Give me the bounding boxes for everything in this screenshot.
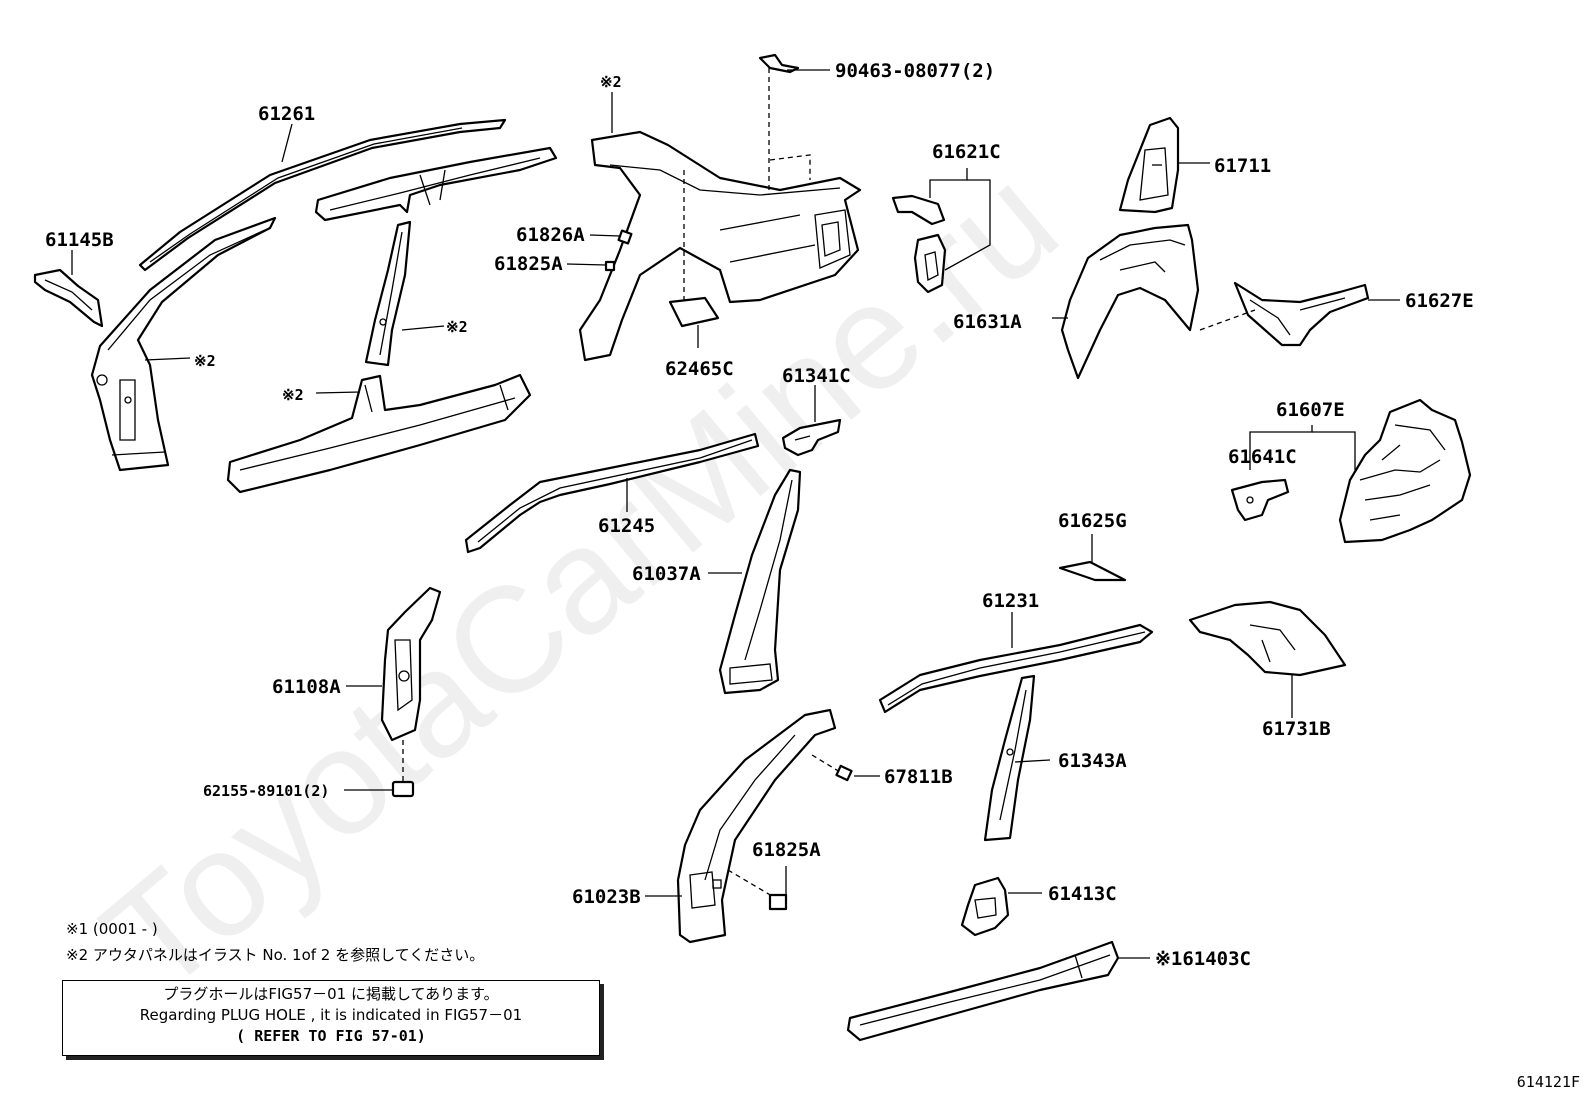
label-61826A: 61826A: [516, 224, 585, 246]
label-61627E: 61627E: [1405, 290, 1474, 312]
label-61108A: 61108A: [272, 676, 341, 698]
label-note2-b: ※2: [446, 318, 468, 336]
part-rocker-inner[interactable]: [226, 373, 532, 494]
part-61343A-reinforcement[interactable]: [983, 674, 1036, 842]
figure-id: 614121F: [1516, 1073, 1580, 1091]
notice-line-jp: プラグホールはFIG57－01 に掲載してあります。: [163, 985, 499, 1003]
part-61627E-bracket[interactable]: [1233, 281, 1370, 347]
label-61607E: 61607E: [1276, 399, 1345, 421]
part-61607E-inner[interactable]: [1338, 398, 1472, 544]
label-61261: 61261: [258, 103, 315, 125]
label-61711: 61711: [1214, 155, 1271, 177]
label-61631A: 61631A: [953, 311, 1022, 333]
part-center-pillar-inner[interactable]: [364, 220, 412, 367]
part-61625G-plate[interactable]: [1058, 560, 1127, 582]
part-61413C-bracket[interactable]: [960, 876, 1010, 937]
label-61245: 61245: [598, 515, 655, 537]
part-61621C-brackets[interactable]: [891, 194, 947, 294]
part-61145B-bracket[interactable]: [33, 268, 104, 328]
part-61825A-pad[interactable]: [768, 893, 788, 911]
label-61341C: 61341C: [782, 365, 851, 387]
part-61825A-plug[interactable]: [604, 260, 616, 272]
label-61023B: 61023B: [572, 886, 641, 908]
part-front-pillar-outer[interactable]: [90, 216, 277, 472]
label-62465C: 62465C: [665, 358, 734, 380]
part-62465C-pad[interactable]: [668, 296, 720, 328]
part-61245-rail[interactable]: [464, 432, 760, 554]
label-61413C: 61413C: [1048, 883, 1117, 905]
label-61037A: 61037A: [632, 563, 701, 585]
part-61261-roof-rail[interactable]: [138, 118, 507, 272]
label-61825A-1: 61825A: [494, 253, 563, 275]
label-67811B: 67811B: [884, 766, 953, 788]
label-61641C: 61641C: [1228, 446, 1297, 468]
label-61625G: 61625G: [1058, 510, 1127, 532]
part-61037A-pillar[interactable]: [718, 468, 802, 695]
part-62155-plug[interactable]: [391, 780, 415, 798]
part-61341C-gusset[interactable]: [781, 418, 842, 457]
label-61145B: 61145B: [45, 229, 114, 251]
part-67811B-pad[interactable]: [835, 764, 853, 782]
part-quarter-panel[interactable]: [578, 130, 862, 362]
label-note2-d: ※2: [600, 73, 622, 91]
label-90463: 90463-08077(2): [835, 60, 995, 82]
label-61403C: ※161403C: [1155, 948, 1251, 970]
part-90463-clip[interactable]: [758, 53, 800, 74]
plug-hole-notice: プラグホールはFIG57－01 に掲載してあります。 Regarding PLU…: [62, 980, 600, 1056]
part-61711-bracket[interactable]: [1118, 116, 1180, 214]
part-61231-rail[interactable]: [878, 623, 1154, 714]
label-61825A-2: 61825A: [752, 839, 821, 861]
label-61231: 61231: [982, 590, 1039, 612]
part-61631A-wheelhouse[interactable]: [1060, 223, 1200, 380]
label-note2-a: ※2: [194, 352, 216, 370]
part-61731B-panel[interactable]: [1188, 600, 1347, 677]
part-61641C-bracket[interactable]: [1230, 478, 1290, 522]
part-61403C-rocker[interactable]: [846, 940, 1120, 1042]
part-roof-header[interactable]: [314, 146, 558, 222]
part-61108A-pillar[interactable]: [380, 586, 442, 742]
label-61621C: 61621C: [932, 141, 1001, 163]
part-61023B-pillar[interactable]: [676, 708, 837, 944]
label-note2-c: ※2: [282, 386, 304, 404]
note-2: ※2 アウタパネルはイラスト No. 1of 2 を参照してください。: [66, 946, 485, 964]
label-62155: 62155-89101(2): [203, 782, 329, 800]
notice-refer-link[interactable]: ( REFER TO FIG 57-01): [236, 1027, 426, 1045]
notice-line-en: Regarding PLUG HOLE , it is indicated in…: [139, 1006, 523, 1024]
label-61343A: 61343A: [1058, 750, 1127, 772]
note-1: ※1 (0001 - ): [66, 920, 158, 938]
label-61731B: 61731B: [1262, 718, 1331, 740]
part-61826A-plug[interactable]: [617, 229, 633, 245]
